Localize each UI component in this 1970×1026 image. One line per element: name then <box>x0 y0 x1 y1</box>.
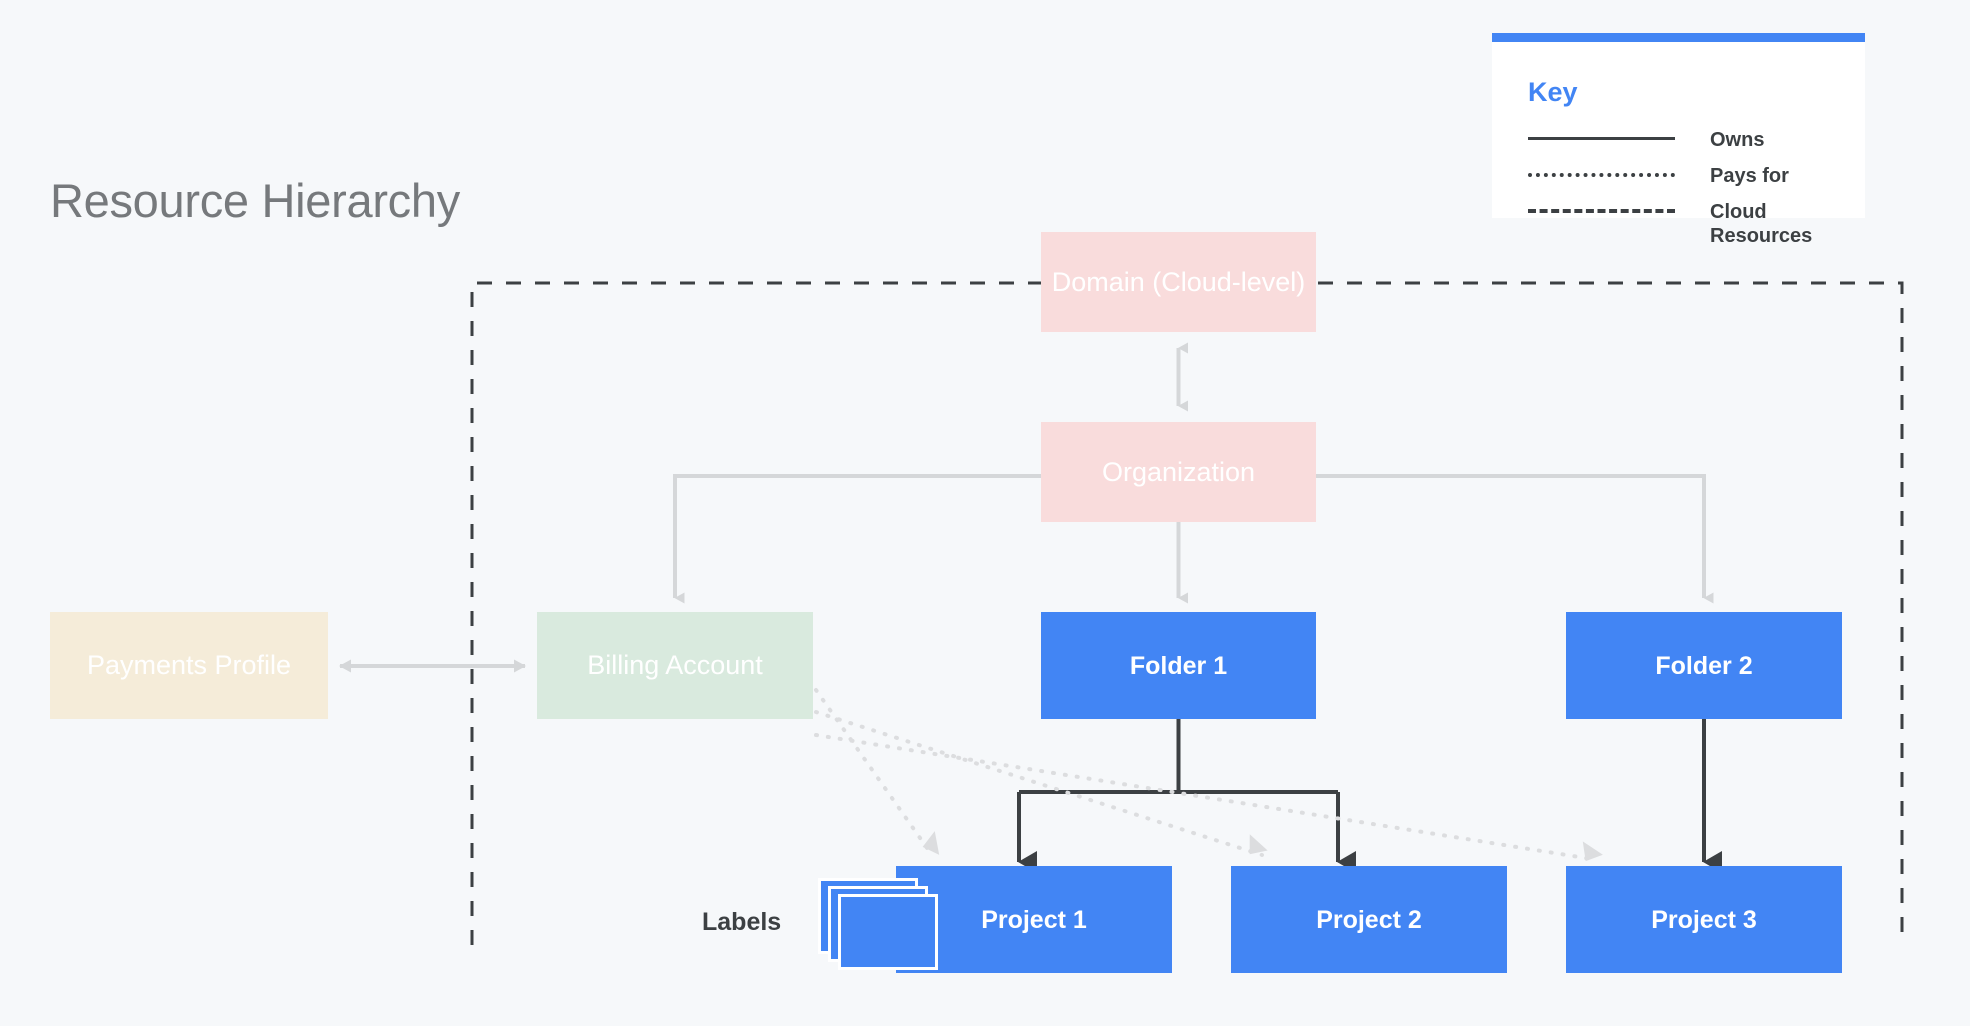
node-project-3-label: Project 3 <box>1651 905 1757 934</box>
node-project-1[interactable]: Project 1 <box>896 866 1172 973</box>
labels-caption: Labels <box>702 908 782 936</box>
node-domain[interactable]: Domain (Cloud-level) <box>1041 232 1316 332</box>
stacked-cards-icon <box>818 878 942 970</box>
node-billing-account-label: Billing Account <box>587 650 763 681</box>
node-payments-profile-label: Payments Profile <box>86 650 292 681</box>
edge-billing-pays-project2 <box>814 710 1268 857</box>
edge-organization-billing <box>673 474 1041 604</box>
node-project-1-label: Project 1 <box>981 905 1087 934</box>
node-folder-1-label: Folder 1 <box>1129 651 1228 680</box>
key-swatch-solid-line-icon <box>1528 128 1675 148</box>
node-organization-label: Organization <box>1101 456 1256 487</box>
edge-organization-folder2 <box>1316 474 1714 604</box>
node-folder-2[interactable]: Folder 2 <box>1566 612 1842 719</box>
page-title: Resource Hierarchy <box>50 174 460 227</box>
node-folder-1[interactable]: Folder 1 <box>1041 612 1316 719</box>
key-swatch-dashed-line-icon <box>1528 200 1675 220</box>
key-row-cloud-resources: Cloud Resources <box>1528 200 1848 249</box>
node-domain-label: Domain (Cloud-level) <box>1051 266 1306 297</box>
edge-billing-pays-project3 <box>814 733 1603 862</box>
key-row-owns: Owns <box>1528 128 1848 152</box>
label-card-front <box>838 894 938 970</box>
node-payments-profile[interactable]: Payments Profile <box>50 612 328 719</box>
key-label-cloud-resources: Cloud Resources <box>1710 201 1813 248</box>
key-label-owns: Owns <box>1710 129 1765 151</box>
key-row-pays-for: Pays for <box>1528 164 1848 188</box>
key-swatch-dotted-line-icon <box>1528 164 1675 184</box>
edge-billing-pays-project1 <box>814 688 940 857</box>
node-billing-account[interactable]: Billing Account <box>537 612 813 719</box>
key-legend-card: Key Owns Pays for Cloud Resources <box>1492 33 1865 247</box>
key-accent-bar <box>1492 33 1865 42</box>
key-label-pays-for: Pays for <box>1710 165 1789 187</box>
node-project-2-label: Project 2 <box>1316 905 1422 934</box>
node-project-2[interactable]: Project 2 <box>1231 866 1507 973</box>
node-folder-2-label: Folder 2 <box>1655 651 1753 680</box>
node-organization[interactable]: Organization <box>1041 422 1316 522</box>
key-title: Key <box>1528 77 1578 107</box>
node-project-3[interactable]: Project 3 <box>1566 866 1842 973</box>
